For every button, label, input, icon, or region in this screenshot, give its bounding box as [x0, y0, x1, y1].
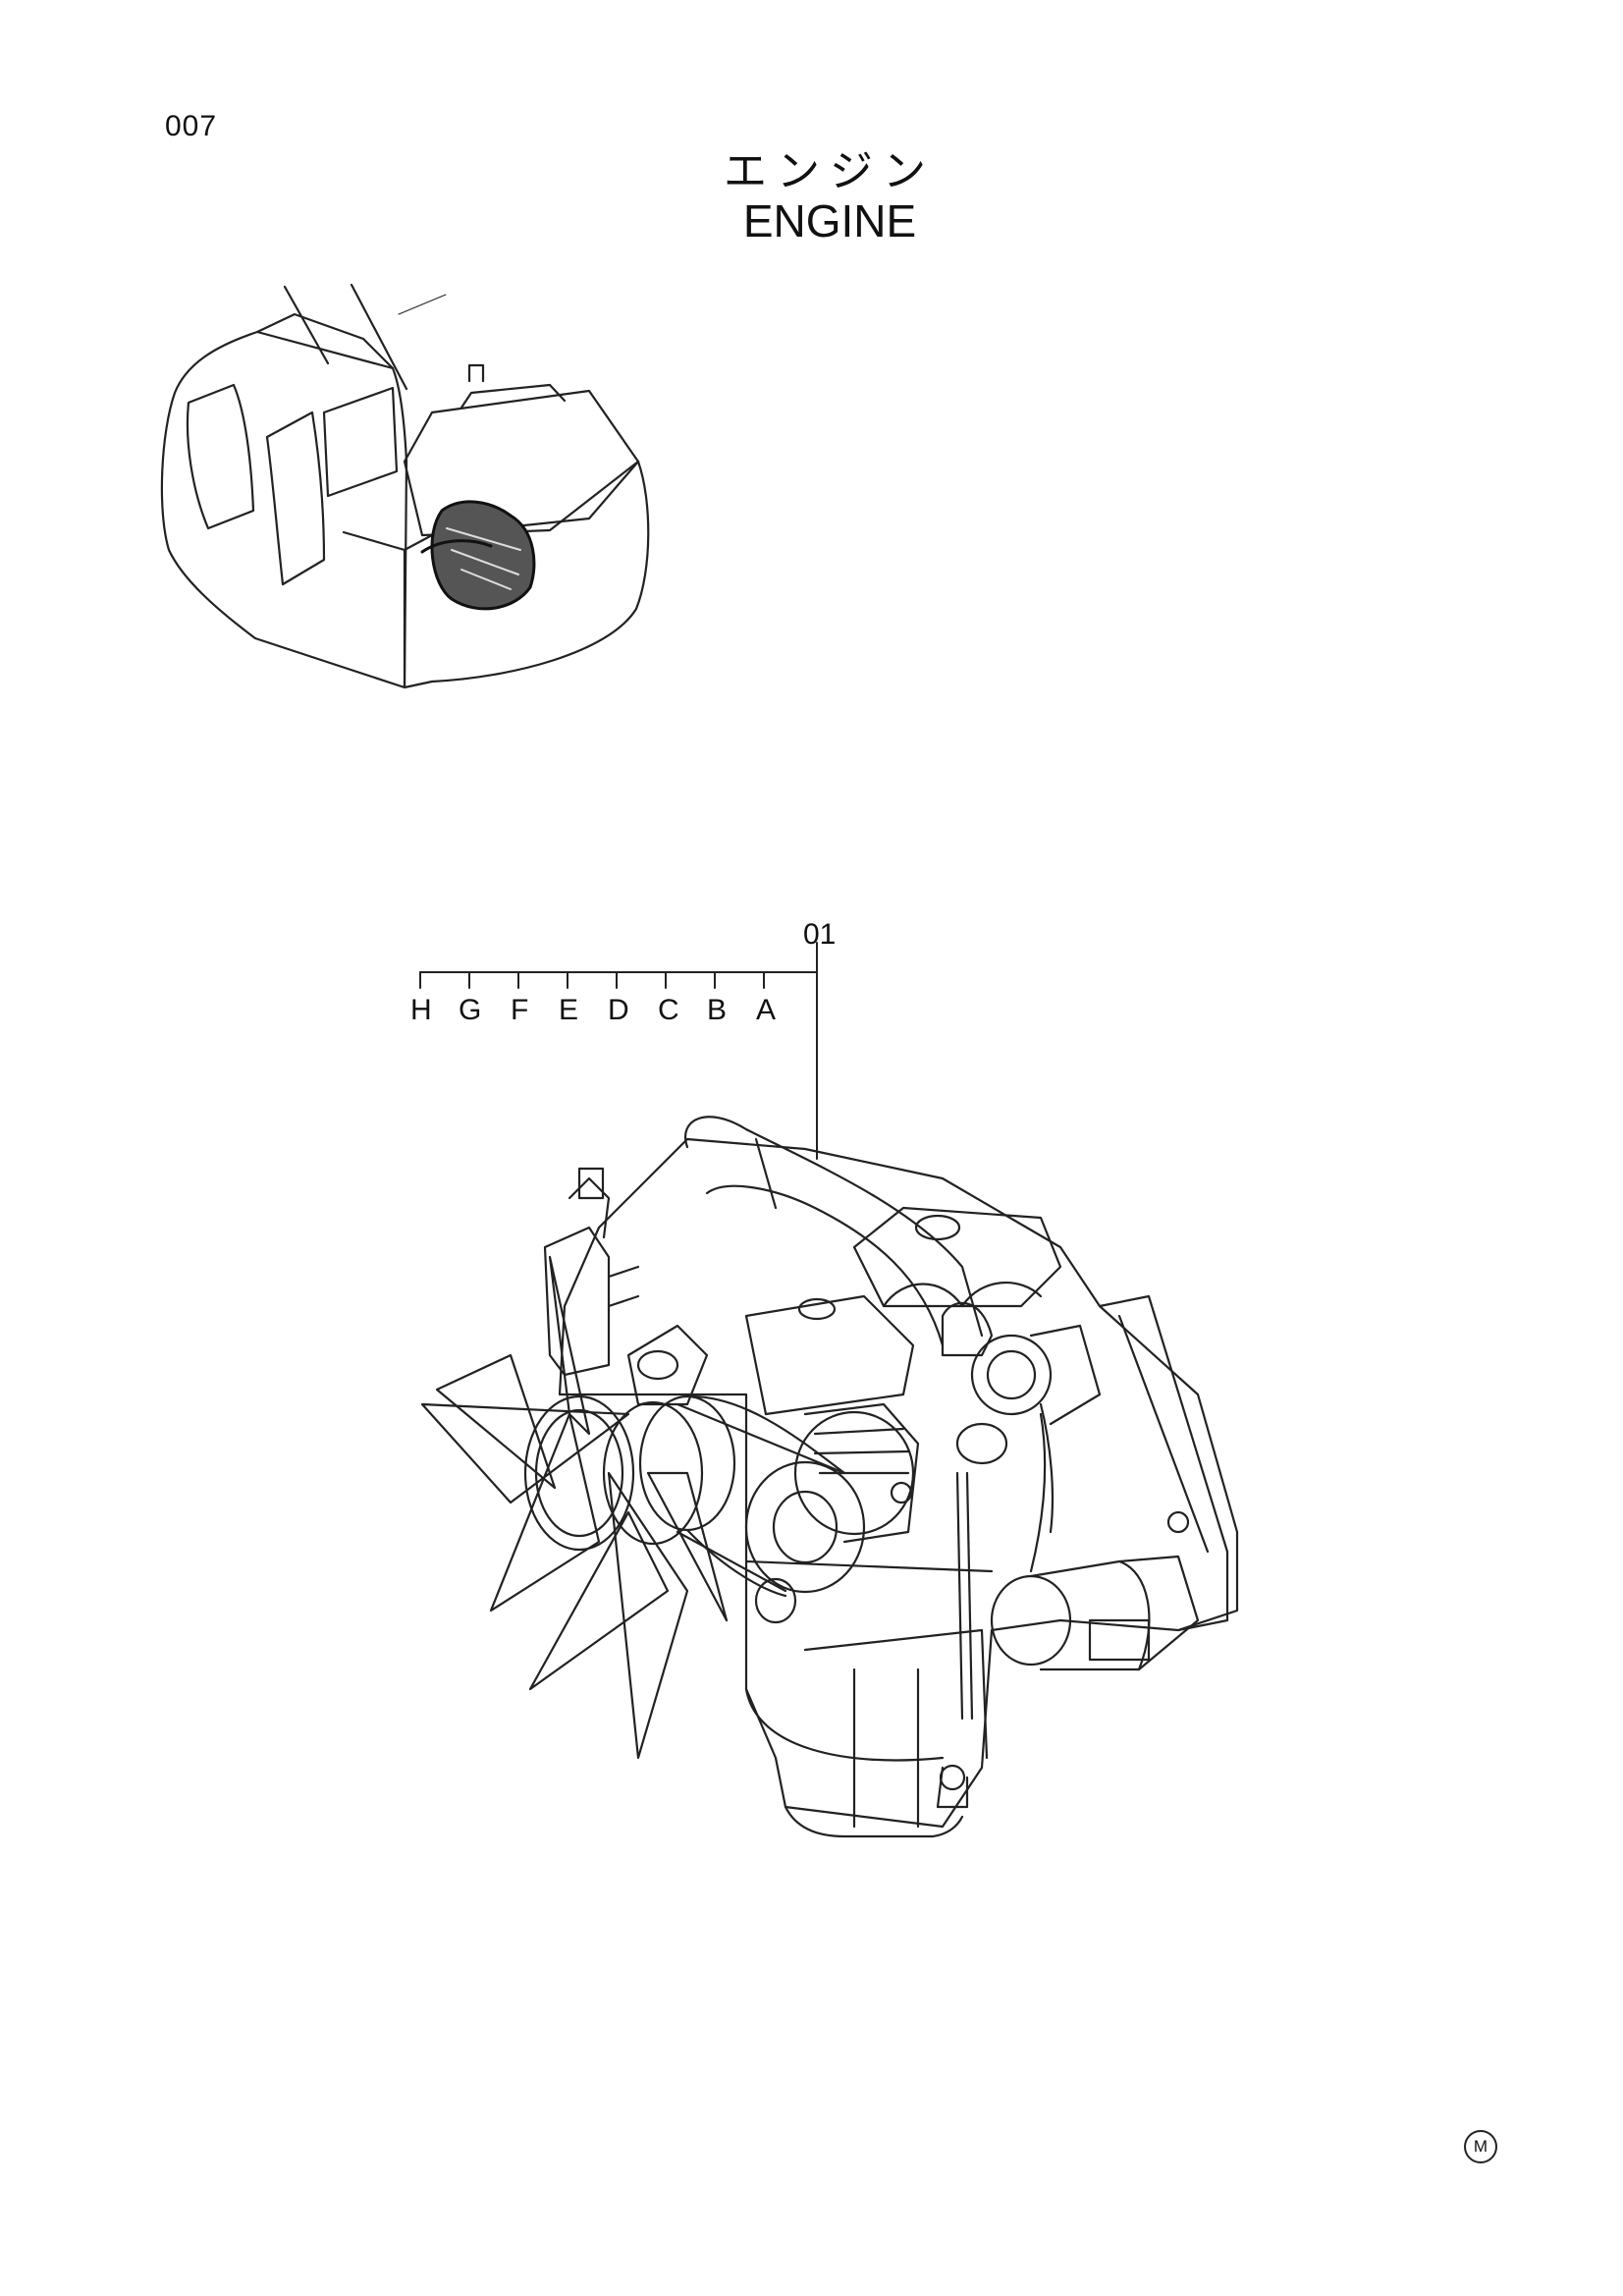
- fan-blade: [528, 1510, 670, 1691]
- hatching: [398, 294, 447, 315]
- body-side: [342, 530, 406, 689]
- cab-door-window: [265, 410, 326, 586]
- boom-line: [350, 283, 408, 391]
- callout-label-e: E: [559, 994, 579, 1026]
- exhaust-pipe: [467, 363, 485, 383]
- dipstick-tube: [1039, 1402, 1055, 1534]
- drive-belt: [685, 1394, 846, 1598]
- fuel-filter-housing: [543, 1167, 709, 1406]
- callout-label-f: F: [511, 994, 529, 1026]
- cab-outline: [160, 330, 408, 689]
- fan-blade: [435, 1353, 557, 1490]
- flywheel-housing: [1098, 1294, 1229, 1632]
- callout-label-c: C: [658, 994, 679, 1026]
- cab-side-window: [322, 386, 399, 498]
- title-english: ENGINE: [742, 195, 917, 246]
- valve-cover: [744, 1206, 1062, 1416]
- callout-ticks: [419, 971, 765, 989]
- fan-blade: [548, 1255, 591, 1436]
- callout-label-b: B: [707, 994, 728, 1026]
- cooling-fan: [420, 1255, 729, 1760]
- hood-panel: [460, 383, 567, 410]
- fan-hub-inner: [534, 1408, 624, 1538]
- intake-pipe: [684, 1116, 994, 1357]
- alternator: [793, 1402, 920, 1544]
- title-japanese: エンジン: [724, 146, 936, 196]
- oil-pipe: [955, 1471, 964, 1721]
- callout-bracket: [419, 942, 818, 1160]
- cab-roof: [255, 312, 395, 370]
- page-number: 007: [165, 110, 218, 142]
- callout-label-g: G: [459, 994, 482, 1026]
- starter-motor: [990, 1555, 1200, 1671]
- fan-hub: [523, 1394, 635, 1552]
- cab-window-front: [186, 383, 255, 530]
- callout-label-a: A: [756, 994, 777, 1026]
- fan-blade: [607, 1471, 689, 1760]
- fan-blade: [420, 1402, 630, 1504]
- oil-pipe: [965, 1471, 974, 1721]
- boom-line: [283, 285, 330, 365]
- engine-location-marker: [420, 500, 536, 611]
- fan-blade: [489, 1412, 601, 1613]
- pulley-system: [602, 1394, 866, 1624]
- callout-part-number: 01: [803, 918, 837, 951]
- oil-pan: [784, 1764, 969, 1838]
- callout-label-h: H: [410, 994, 432, 1026]
- turbocharger: [955, 1324, 1102, 1573]
- footer-circled-mark: M: [1464, 2130, 1497, 2163]
- fan-blade: [646, 1471, 729, 1622]
- counterweight: [403, 460, 650, 689]
- callout-label-d: D: [608, 994, 629, 1026]
